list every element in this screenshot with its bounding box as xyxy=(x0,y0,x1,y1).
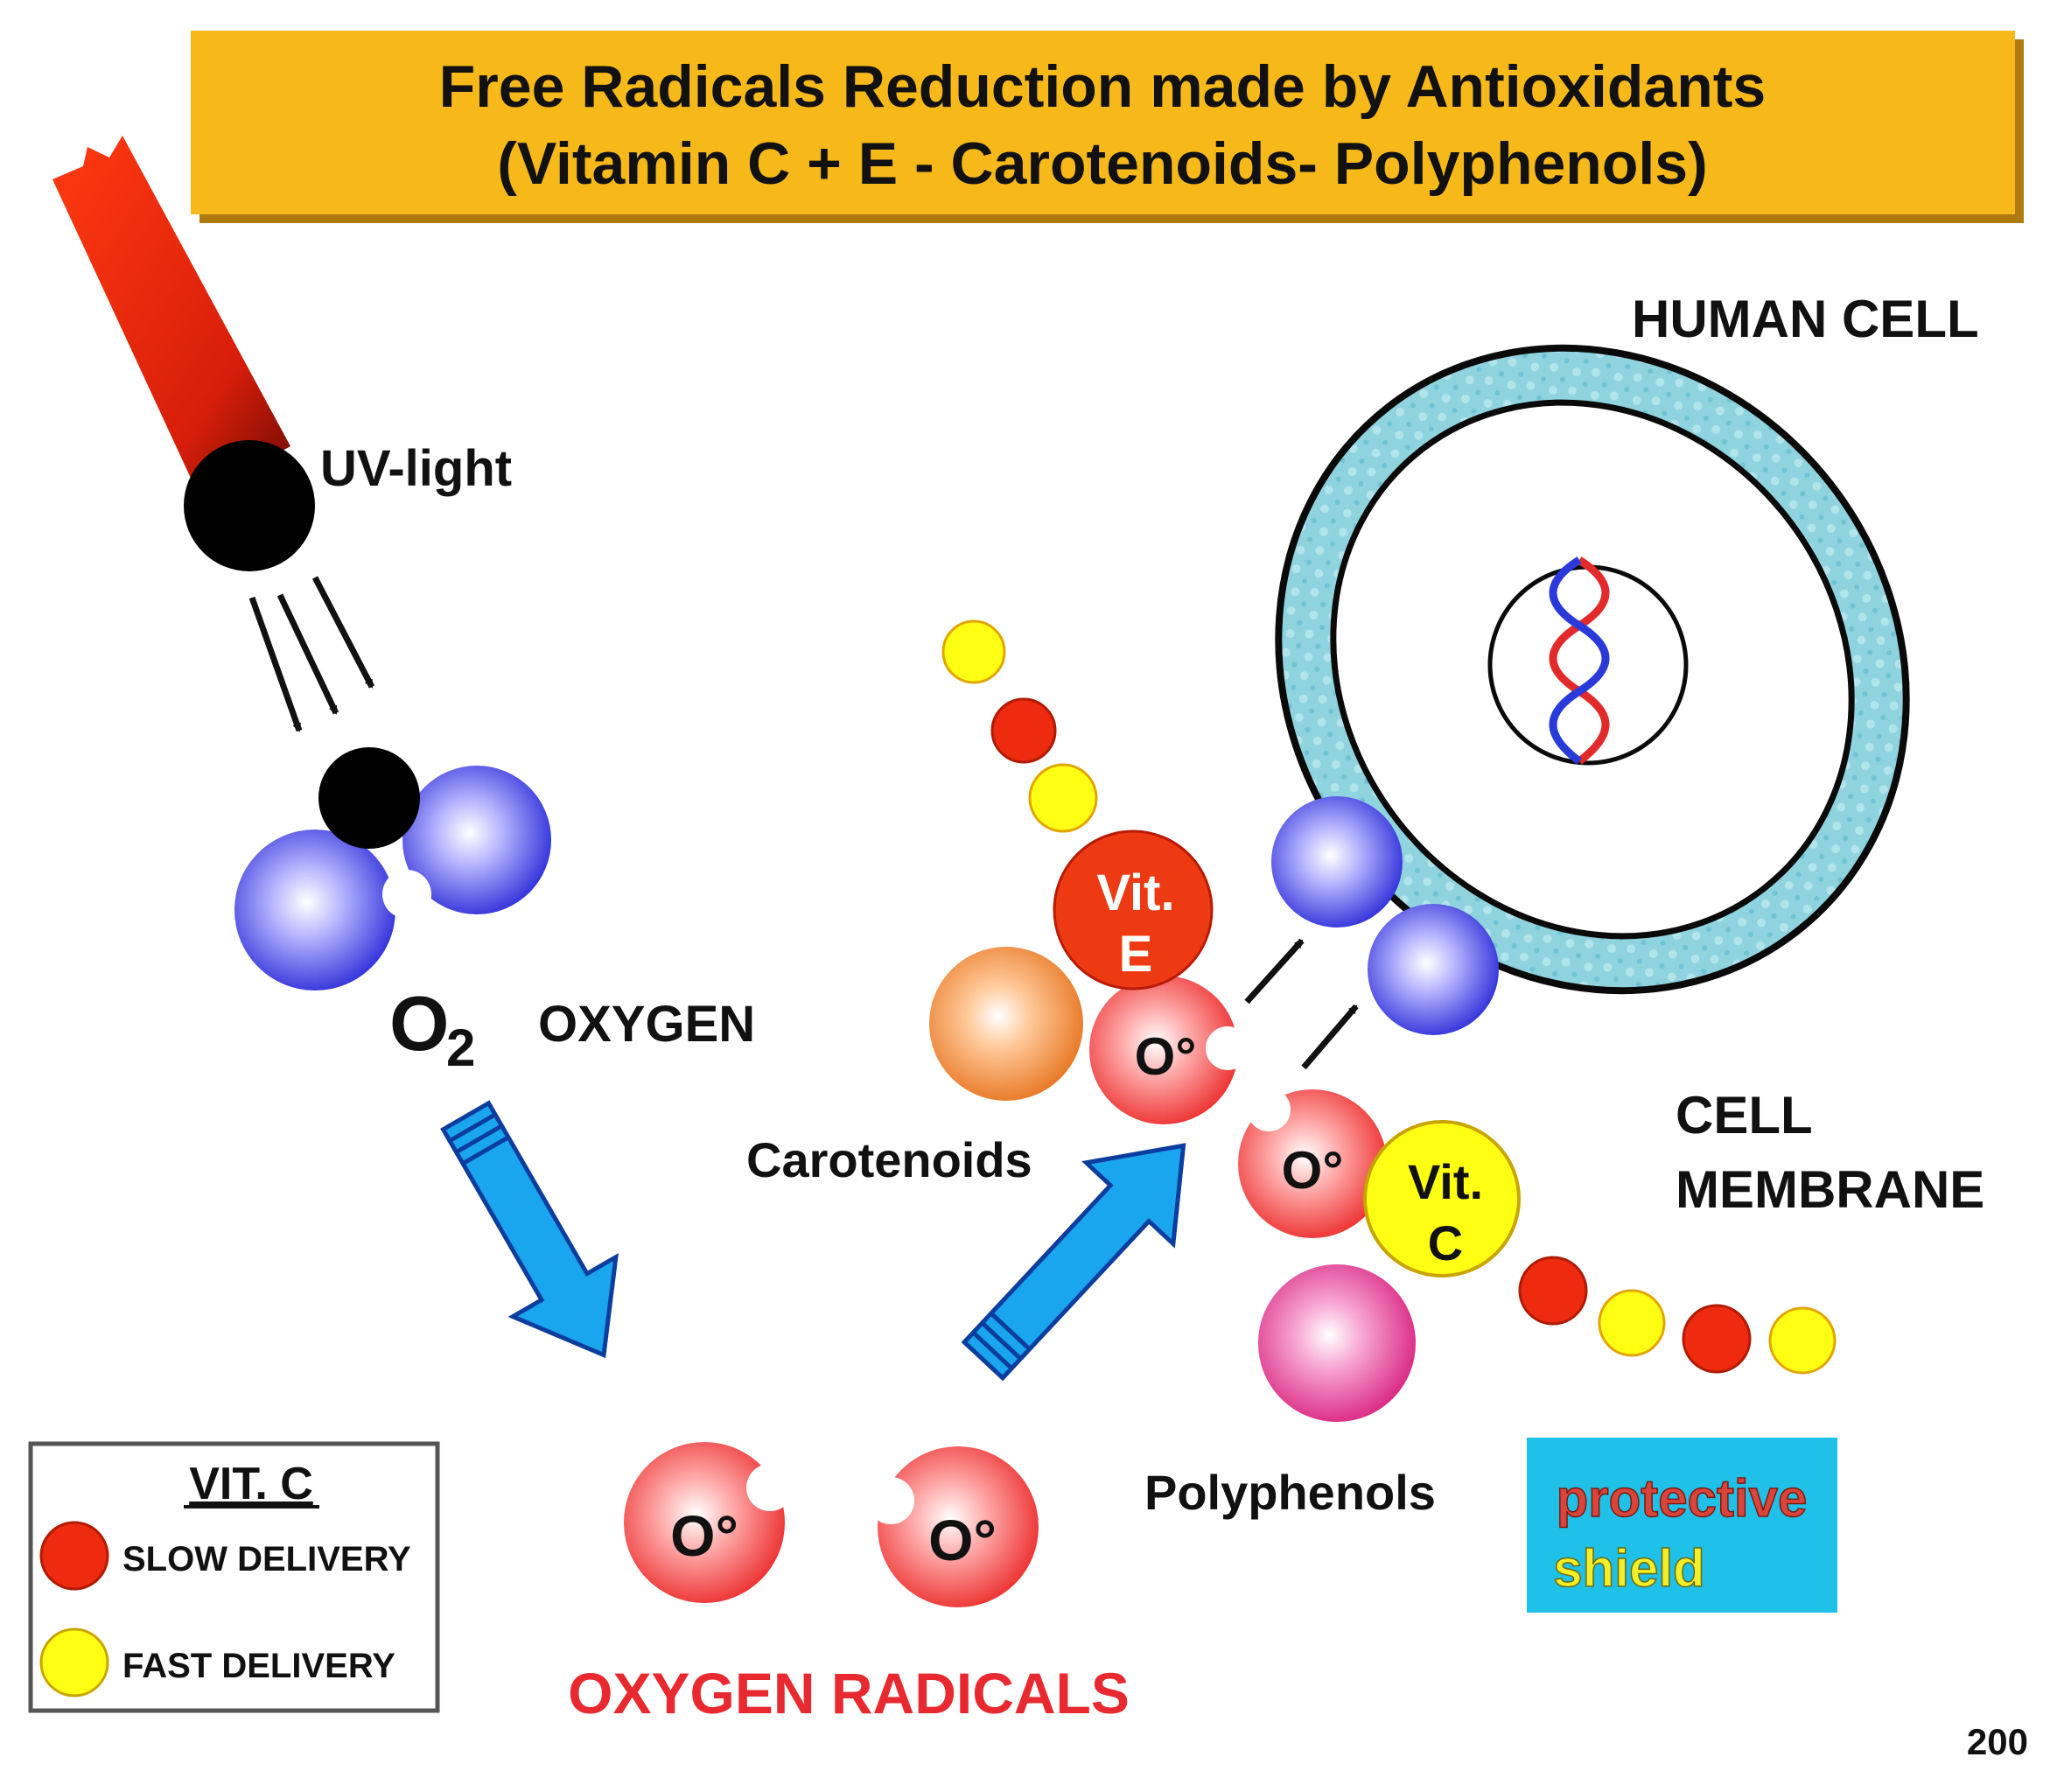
cell-membrane-label-line1: CELL xyxy=(1676,1086,1813,1144)
legend-swatch-fast xyxy=(39,1628,109,1698)
carotenoid-ball xyxy=(929,947,1083,1101)
uv-ray-arrow-2 xyxy=(276,593,339,715)
uv-beam xyxy=(52,136,290,497)
radical-ball-right xyxy=(878,1446,1039,1607)
radical-symbol-left: O° xyxy=(670,1503,738,1568)
vitamin-e-ball xyxy=(1053,830,1214,990)
header-title-line2: (Vitamin C + E - Carotenoids- Polyphenol… xyxy=(497,130,1707,197)
membrane-oxygen-atom-1 xyxy=(1271,796,1403,928)
o2-symbol: O xyxy=(389,980,449,1067)
cell-membrane-label-line2: MEMBRANE xyxy=(1676,1160,1984,1219)
process-arrow-down xyxy=(440,1100,619,1359)
o2-subscript: 2 xyxy=(446,1018,475,1077)
radical-ball-left xyxy=(624,1442,785,1603)
shield-box xyxy=(1527,1438,1837,1613)
vitamin-e-label-line2: E xyxy=(1119,926,1153,983)
page-number: 200 xyxy=(1967,1721,2028,1762)
radical-symbol-lower: O° xyxy=(1282,1141,1344,1200)
uv-photon-ball xyxy=(318,747,420,849)
vitamin-c-ball xyxy=(1363,1120,1521,1278)
legend-swatch-slow xyxy=(39,1521,109,1591)
uv-ray-arrow-1 xyxy=(248,596,303,732)
chain-bead-yellow xyxy=(941,620,1006,684)
chain-bead-yellow xyxy=(1768,1306,1837,1375)
carotenoids-label: Carotenoids xyxy=(746,1132,1032,1187)
legend-label-fast: FAST DELIVERY xyxy=(122,1647,395,1685)
chain-bead-yellow xyxy=(1028,763,1098,833)
chain-bead-red xyxy=(1682,1304,1752,1374)
header-banner: Free Radicals Reduction made by Antioxid… xyxy=(191,31,2024,223)
chain-bead-red xyxy=(1518,1256,1588,1326)
oxygen-atom-right xyxy=(402,766,551,914)
carotenoid-chain xyxy=(941,620,1098,833)
cell-nucleus xyxy=(1487,564,1689,766)
header-title-line1: Free Radicals Reduction made by Antioxid… xyxy=(439,53,1767,120)
polyphenols-label: Polyphenols xyxy=(1144,1465,1436,1520)
membrane-oxygen-molecule xyxy=(1244,796,1499,1070)
uv-light-label: UV-light xyxy=(320,440,512,497)
membrane-oxygen-atom-2 xyxy=(1368,904,1499,1035)
uv-lamp-ball xyxy=(184,440,315,571)
reaction-arrow-1 xyxy=(1244,938,1305,1004)
oxygen-atom-left xyxy=(234,830,395,990)
vitamin-e-label-line1: Vit. xyxy=(1096,864,1174,921)
antioxidant-cluster: O° Vit. E O° Vit. C Carotenoids Polyphen… xyxy=(746,830,1521,1520)
shield-label-line2: shield xyxy=(1553,1539,1704,1598)
header-box xyxy=(191,31,2015,214)
oxygen-bond-gap xyxy=(382,870,431,919)
radical-symbol-upper: O° xyxy=(1135,1027,1197,1086)
vitamin-c-chain xyxy=(1518,1256,1837,1375)
oxygen-radicals: O° O° OXYGEN RADICALS xyxy=(568,1442,1130,1726)
oxygen-molecule: O 2 OXYGEN xyxy=(234,747,755,1077)
polyphenol-ball xyxy=(1258,1264,1416,1422)
vitamin-c-label-line2: C xyxy=(1428,1215,1463,1270)
blue-arrow-up xyxy=(961,1143,1186,1382)
human-cell: HUMAN CELL CELL MEMBRANE xyxy=(1275,290,1984,1219)
oxygen-radicals-label: OXYGEN RADICALS xyxy=(568,1661,1130,1726)
human-cell-label: HUMAN CELL xyxy=(1632,290,1979,348)
protective-shield-box: protective shield xyxy=(1527,1438,1837,1613)
legend-label-slow: SLOW DELIVERY xyxy=(122,1540,411,1578)
oxygen-label: OXYGEN xyxy=(538,996,755,1053)
chain-bead-yellow xyxy=(1598,1289,1666,1357)
shield-label-line1: protective xyxy=(1557,1469,1808,1528)
legend-title: VIT. C xyxy=(189,1459,313,1509)
vitamin-c-label-line1: Vit. xyxy=(1408,1154,1483,1209)
radical-ball-upper xyxy=(1089,976,1238,1124)
blue-arrow-down xyxy=(440,1100,619,1359)
process-arrow-up xyxy=(961,1143,1186,1382)
radical-symbol-right: O° xyxy=(928,1508,997,1572)
uv-source: UV-light xyxy=(52,136,512,732)
reaction-arrow-2 xyxy=(1301,1004,1359,1070)
uv-ray-arrow-3 xyxy=(311,576,375,689)
dna-helix-icon xyxy=(1549,556,1610,765)
legend: VIT. C SLOW DELIVERY FAST DELIVERY xyxy=(28,1441,440,1713)
chain-bead-red xyxy=(990,697,1057,764)
